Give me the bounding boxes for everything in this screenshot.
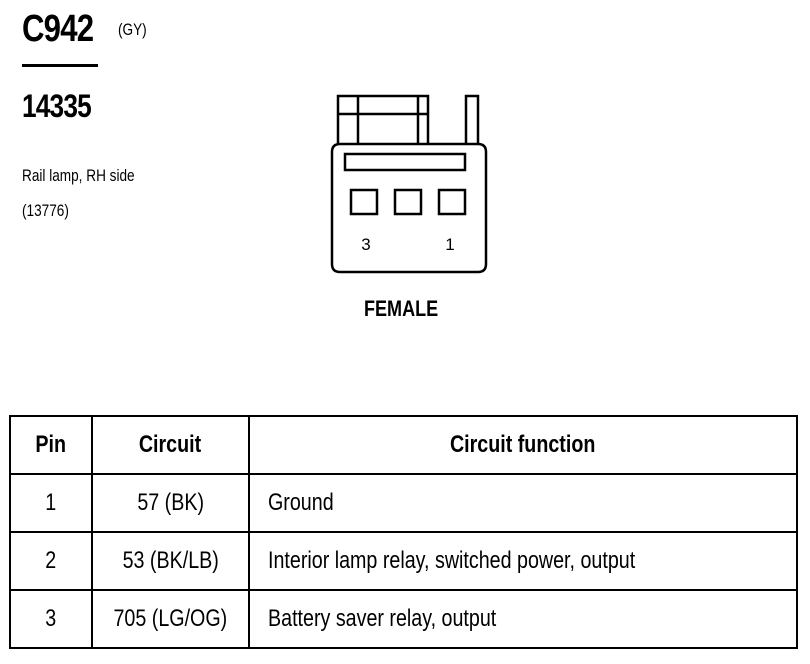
cell-circuit: 705 (LG/OG)	[91, 589, 250, 649]
pin-table: Pin Circuit Circuit function 1 57 (BK) G…	[9, 415, 798, 649]
connector-color-code: (GY)	[118, 20, 147, 39]
table-row: 1 57 (BK) Ground	[9, 473, 798, 533]
cell-function: Battery saver relay, output	[248, 589, 798, 649]
table-row: 2 53 (BK/LB) Interior lamp relay, switch…	[9, 531, 798, 591]
connector-gender: FEMALE	[364, 296, 439, 321]
part-number: 14335	[22, 88, 92, 124]
connector-id: C942	[22, 8, 94, 50]
key-slot	[343, 152, 467, 172]
connector-latch	[336, 94, 430, 144]
cell-function: Ground	[248, 473, 798, 533]
connector-face-diagram: 3 1	[330, 94, 488, 274]
connector-reference-number: (13776)	[22, 201, 69, 220]
cell-pin: 3	[9, 589, 93, 649]
table-header-row: Pin Circuit Circuit function	[9, 415, 798, 475]
table-row: 3 705 (LG/OG) Battery saver relay, outpu…	[9, 589, 798, 649]
cell-circuit: 53 (BK/LB)	[91, 531, 250, 591]
cell-function: Interior lamp relay, switched power, out…	[248, 531, 798, 591]
connector-body	[330, 142, 488, 274]
pin-label-3: 3	[361, 235, 370, 254]
pin-label-1: 1	[445, 235, 454, 254]
cell-circuit: 57 (BK)	[91, 473, 250, 533]
pin-cavity-1	[437, 188, 467, 216]
pin-cavity-3	[349, 188, 379, 216]
header-circuit-function: Circuit function	[248, 415, 798, 475]
header-pin: Pin	[9, 415, 93, 475]
connector-tab	[464, 94, 480, 144]
cell-pin: 2	[9, 531, 93, 591]
title-underline	[22, 64, 98, 67]
cell-pin: 1	[9, 473, 93, 533]
pin-cavity-2	[393, 188, 423, 216]
connector-description: Rail lamp, RH side	[22, 166, 135, 185]
header-circuit: Circuit	[91, 415, 250, 475]
